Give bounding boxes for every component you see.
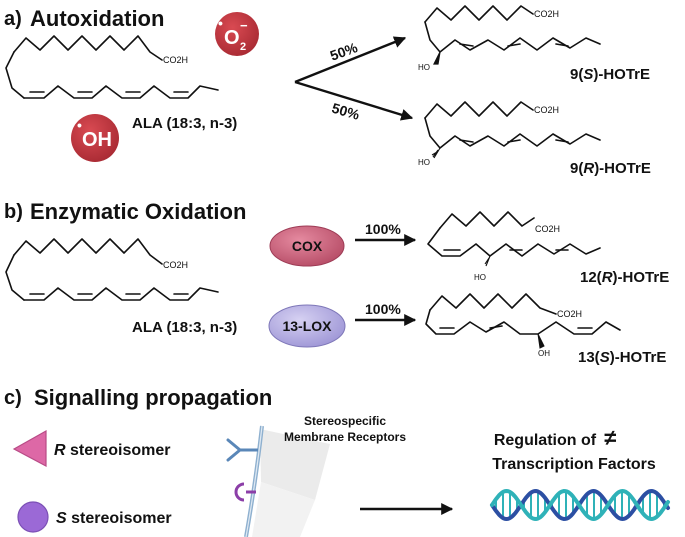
hydroxyl-radical-icon: • OH (71, 114, 119, 162)
regulation-line2: Transcription Factors (492, 456, 656, 473)
section-c-letter: c) (4, 387, 22, 409)
ala-b-co2h: CO2H (163, 260, 188, 270)
branch-top-pct: 50% (328, 39, 360, 64)
regulation-line1: Regulation of≠ (494, 425, 616, 450)
section-a-letter: a) (4, 8, 22, 30)
ala-a-co2h: CO2H (163, 55, 188, 65)
section-a: a) Autoxidation • O 2 − • OH CO2H ALA (1… (4, 5, 651, 177)
product-9r-ho: HO (418, 158, 430, 167)
receptor-label-line1: Stereospecific (304, 414, 386, 428)
superoxide-subscript: 2 (240, 41, 246, 53)
enzymatic-arrows: 100% 100% (355, 221, 417, 326)
ala-structure-a: CO2H (5, 35, 219, 99)
product-13s-label: 13(S)-HOTrE (578, 349, 666, 366)
superoxide-dot: • (218, 15, 223, 31)
product-9s-co2h: CO2H (534, 9, 559, 19)
product-9s-ho: HO (418, 63, 430, 72)
r-triangle-icon (12, 429, 47, 467)
dna-strand (490, 488, 670, 522)
cox-pct: 100% (365, 221, 401, 237)
s-circle-icon (17, 501, 49, 533)
section-b-letter: b) (4, 201, 23, 223)
branch-bottom-pct: 50% (330, 100, 362, 123)
hydroxyl-symbol: OH (82, 129, 112, 151)
receptor-label-line2: Membrane Receptors (284, 430, 406, 444)
ala-b-label: ALA (18:3, n-3) (132, 319, 237, 336)
product-9r-structure: CO2H HO (418, 101, 601, 167)
superoxide-symbol: O (224, 27, 240, 49)
section-a-title: Autoxidation (30, 6, 164, 31)
legend-s-text: S stereoisomer (56, 510, 172, 527)
legend-r: R stereoisomer (12, 429, 171, 467)
lox-pct: 100% (365, 301, 401, 317)
ala-structure-b: CO2H (5, 238, 219, 301)
product-9r-label: 9(R)-HOTrE (570, 160, 651, 177)
superoxide-radical-icon: • O 2 − (215, 12, 259, 56)
product-9r-co2h: CO2H (534, 105, 559, 115)
product-12r-co2h: CO2H (535, 224, 560, 234)
lox-label: 13-LOX (282, 318, 332, 334)
ala-a-label: ALA (18:3, n-3) (132, 115, 237, 132)
product-9s-label: 9(S)-HOTrE (570, 66, 650, 83)
product-12r-ho: HO (474, 273, 486, 282)
lox-enzyme-icon: 13-LOX (268, 304, 346, 348)
membrane-receptor-icon (226, 425, 330, 537)
product-13s-structure: CO2H OH (425, 293, 621, 358)
product-12r-label: 12(R)-HOTrE (580, 269, 669, 286)
hydroxyl-dot: • (77, 117, 82, 133)
cox-label: COX (292, 238, 323, 254)
section-b: b) Enzymatic Oxidation CO2H ALA (18:3, n… (4, 199, 669, 366)
product-12r-structure: CO2H HO (427, 211, 601, 282)
product-9s-structure: CO2H HO (418, 5, 601, 72)
legend-r-text: R stereoisomer (54, 442, 171, 459)
section-c: c) Signalling propagation R stereoisomer… (4, 385, 670, 537)
cox-enzyme-icon: COX (269, 225, 345, 267)
autoxidation-arrows: 50% 50% (294, 36, 414, 123)
section-b-title: Enzymatic Oxidation (30, 199, 246, 224)
product-13s-oh: OH (538, 349, 550, 358)
product-13s-co2h: CO2H (557, 309, 582, 319)
dna-helix-icon (490, 488, 670, 522)
legend-s: S stereoisomer (17, 501, 172, 533)
section-c-title: Signalling propagation (34, 385, 272, 410)
superoxide-charge: − (240, 18, 248, 33)
